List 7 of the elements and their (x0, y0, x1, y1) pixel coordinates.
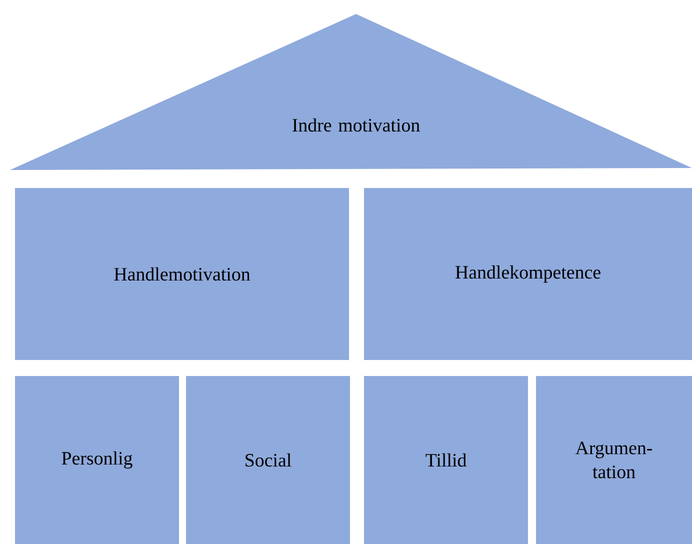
label-box: Handlemotivation (15, 188, 349, 360)
label-box: Social (186, 376, 350, 544)
label-box: Tillid (364, 376, 528, 544)
label-box: Personlig (15, 376, 179, 544)
roof-triangle: Indre motivation (10, 14, 692, 170)
label-box: Handlekompetence (364, 188, 692, 360)
label-box: Argumen-tation (536, 376, 692, 544)
